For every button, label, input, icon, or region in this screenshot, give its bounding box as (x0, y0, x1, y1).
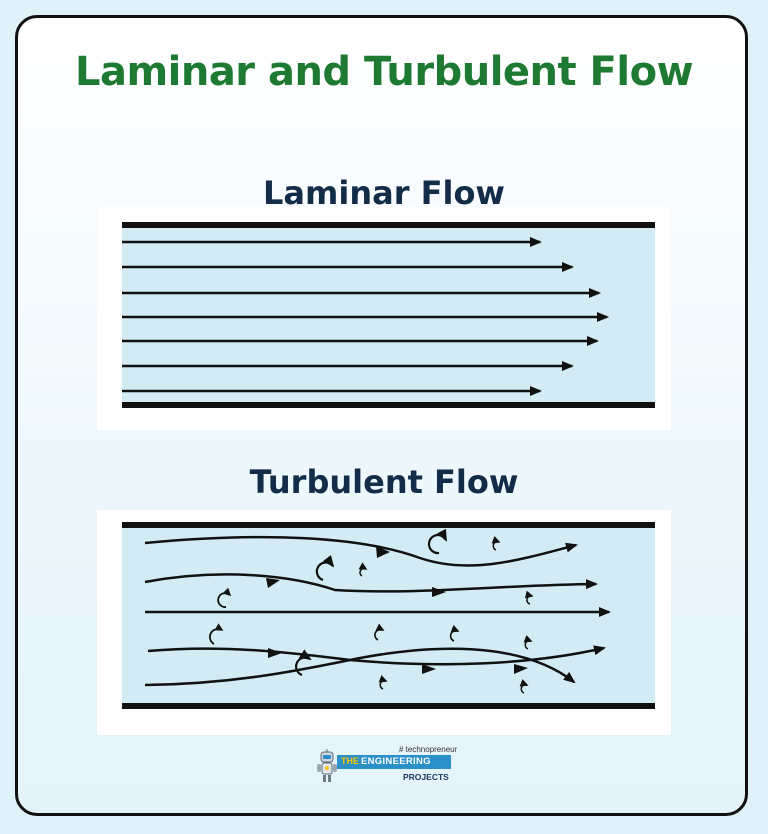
logo-band (337, 755, 451, 769)
robot-icon (317, 749, 337, 782)
laminar-pipe-fluid (122, 226, 655, 404)
direction-arrow (268, 648, 282, 658)
turbulent-pipe-fluid (122, 527, 655, 705)
logo-word-projects: PROJECTS (403, 772, 449, 782)
direction-arrow (376, 546, 390, 558)
turbulent-pipe-bottom-wall (122, 703, 655, 709)
page-title: Laminar and Turbulent Flow (74, 49, 694, 95)
turbulent-flow-title: Turbulent Flow (249, 463, 519, 501)
turbulent-streamlines (144, 535, 611, 687)
laminar-pipe-top-wall (122, 222, 655, 228)
medium-eddy (209, 623, 224, 645)
medium-eddy (217, 587, 232, 608)
small-eddy (374, 623, 385, 641)
small-eddy (523, 635, 533, 650)
large-eddy (295, 649, 312, 677)
logo-tagline: # technopreneur (399, 745, 458, 754)
large-eddy (427, 528, 447, 555)
small-eddy (358, 562, 368, 577)
turbulent-streamline (144, 535, 578, 567)
large-eddy (315, 555, 335, 582)
small-eddy (491, 536, 501, 551)
turbulent-pipe-top-wall (122, 522, 655, 528)
laminar-pipe-bottom-wall (122, 402, 655, 408)
turbulent-eddies (209, 528, 534, 694)
small-eddy (449, 624, 460, 642)
laminar-flow-title: Laminar Flow (263, 174, 505, 212)
turbulent-streamline (144, 573, 598, 593)
small-eddy (519, 679, 529, 694)
direction-arrow (266, 578, 280, 588)
engineering-projects-logo: # technopreneur THE ENGINEERING PROJECTS (310, 744, 460, 786)
direction-arrow (422, 664, 436, 674)
logo-word-the: THE (341, 756, 359, 766)
direction-arrow (514, 664, 528, 674)
small-eddy (378, 675, 388, 690)
small-eddy (524, 590, 534, 605)
logo-word-engineering: ENGINEERING (361, 756, 431, 767)
laminar-streamlines (122, 237, 609, 396)
turbulent-streamline (144, 647, 576, 687)
turbulent-direction-arrows (266, 546, 528, 674)
laminar-pipe (97, 207, 671, 430)
direction-arrow (432, 587, 446, 597)
turbulent-pipe (97, 510, 671, 735)
